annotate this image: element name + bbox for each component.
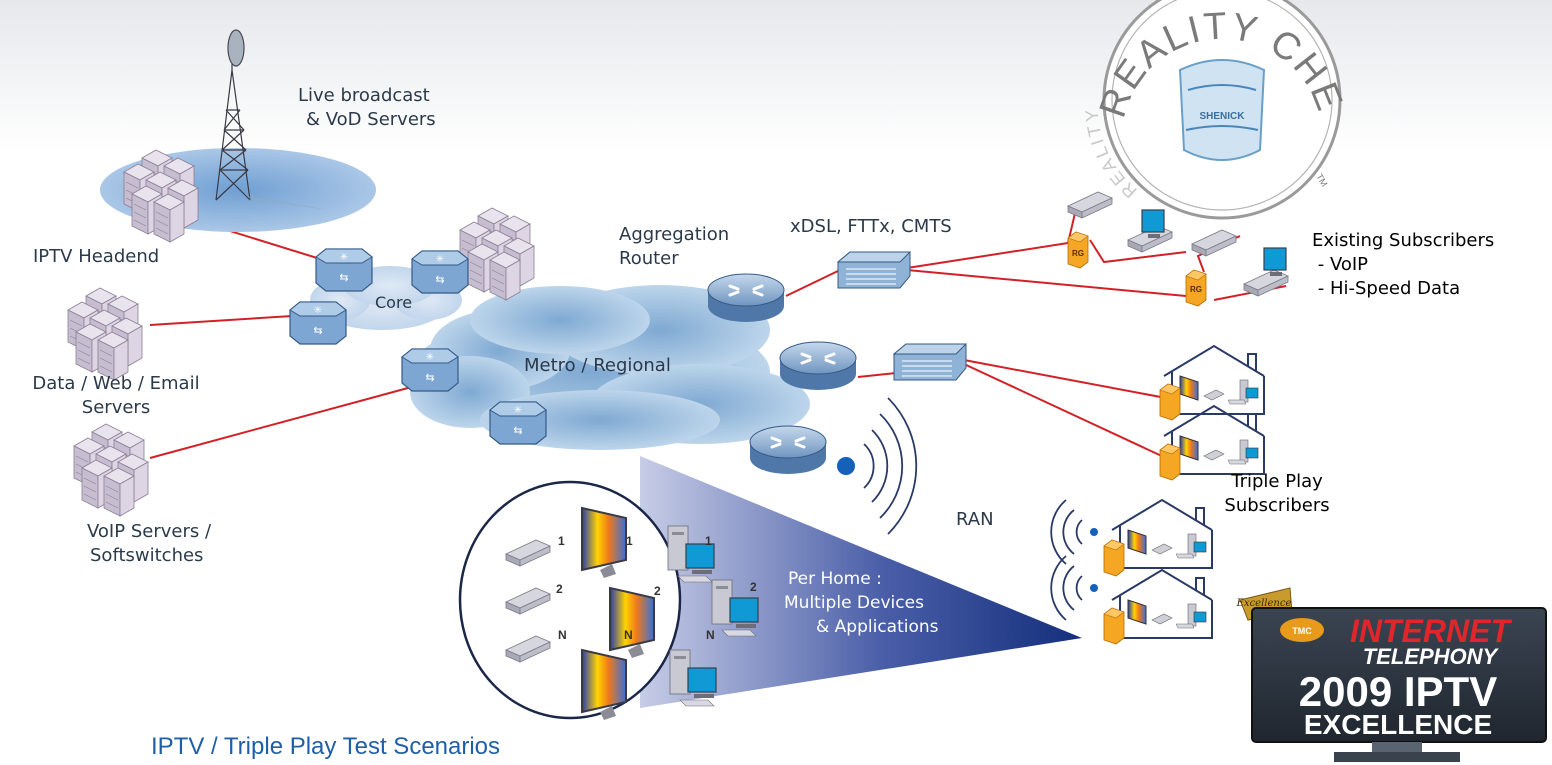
per-home-wedge	[640, 456, 1082, 708]
ran-wave-icon	[863, 397, 918, 535]
ran-label: RAN	[956, 509, 994, 530]
triple-play-label-2: Subscribers	[1224, 495, 1330, 516]
per-home-label-2: Multiple Devices	[784, 593, 924, 613]
tv-index-n: N	[624, 628, 633, 642]
per-home-label-3: & Applications	[816, 617, 939, 637]
link-router-dslam2	[857, 372, 897, 378]
ran-home-rg-2	[1103, 607, 1125, 645]
award-tmc: TMC	[1292, 626, 1312, 636]
aggregation-router-1	[706, 272, 786, 324]
metro-switch-1	[401, 348, 459, 392]
existing-subscribers-label: Existing Subscribers	[1312, 230, 1495, 251]
link-agg-dslam	[785, 269, 841, 297]
ran-router	[748, 424, 828, 476]
home-rg-2	[1159, 443, 1181, 481]
core-switch-1	[315, 248, 373, 292]
link-dslam-sub2	[906, 269, 1187, 297]
phone-index-1: 1	[558, 534, 565, 548]
broadcast-tower-icon	[215, 29, 330, 210]
link-voip-servers	[149, 381, 431, 459]
link-dslam2-home2	[963, 363, 1167, 459]
award-badge: Excellence TMC INTERNET TELEPHONY 2009 I…	[1236, 587, 1547, 762]
link-dslam2-home1	[963, 359, 1167, 399]
pc-index-n: N	[706, 628, 715, 642]
core-switch-2	[411, 250, 469, 294]
voip-servers-label-2: Softswitches	[90, 545, 204, 566]
network-links	[117, 191, 1287, 459]
ran-home-dot-1	[1090, 528, 1098, 536]
ran-antenna-dot	[837, 457, 855, 475]
per-home-label-1: Per Home :	[788, 569, 882, 589]
data-servers-label-1: Data / Web / Email	[32, 373, 200, 394]
tv-index-2: 2	[654, 584, 661, 598]
pc-index-1: 1	[705, 534, 712, 548]
access-dslam-2	[893, 343, 967, 381]
aggregation-router-2	[778, 340, 858, 392]
award-excellence-script: Excellence	[1236, 598, 1292, 609]
access-dslam-1	[837, 251, 911, 289]
award-excellence-line: EXCELLENCE	[1304, 709, 1492, 740]
triple-play-label-1: Triple Play	[1231, 471, 1323, 492]
voip-servers-label-1: VoIP Servers /	[87, 521, 212, 542]
metro-regional-label: Metro / Regional	[524, 355, 671, 376]
core-label: Core	[375, 293, 413, 312]
pc-index-2: 2	[750, 580, 757, 594]
existing-voip-label: - VoIP	[1312, 254, 1369, 275]
live-broadcast-label-1: Live broadcast	[298, 85, 430, 106]
aggregation-label-1: Aggregation	[619, 224, 730, 245]
rg-label-1: RG	[1072, 249, 1084, 258]
tv-index-1: 1	[626, 534, 633, 548]
award-telephony: TELEPHONY	[1363, 644, 1500, 669]
ran-home-rg-1	[1103, 539, 1125, 577]
page-title: IPTV / Triple Play Test Scenarios	[151, 733, 501, 760]
access-label: xDSL, FTTx, CMTS	[790, 216, 952, 237]
link-sub1b	[1089, 239, 1187, 264]
phone-index-n: N	[558, 628, 567, 642]
phone-index-2: 2	[556, 582, 563, 596]
badge-brand: SHENICK	[1199, 111, 1245, 122]
award-year-line: 2009 IPTV	[1299, 668, 1497, 715]
ran-home-dot-2	[1090, 584, 1098, 592]
home-rg-1	[1159, 383, 1181, 421]
rg-label-2: RG	[1190, 285, 1202, 294]
core-switch-3	[289, 301, 347, 345]
live-broadcast-label-2: & VoD Servers	[306, 109, 436, 130]
award-internet: INTERNET	[1350, 613, 1512, 649]
link-data-servers	[149, 315, 293, 326]
existing-hispeed-label: - Hi-Speed Data	[1312, 278, 1461, 299]
iptv-headend-label: IPTV Headend	[33, 246, 160, 267]
aggregation-label-2: Router	[619, 248, 679, 269]
data-servers-label-2: Servers	[81, 397, 151, 418]
metro-switch-2	[489, 401, 547, 445]
